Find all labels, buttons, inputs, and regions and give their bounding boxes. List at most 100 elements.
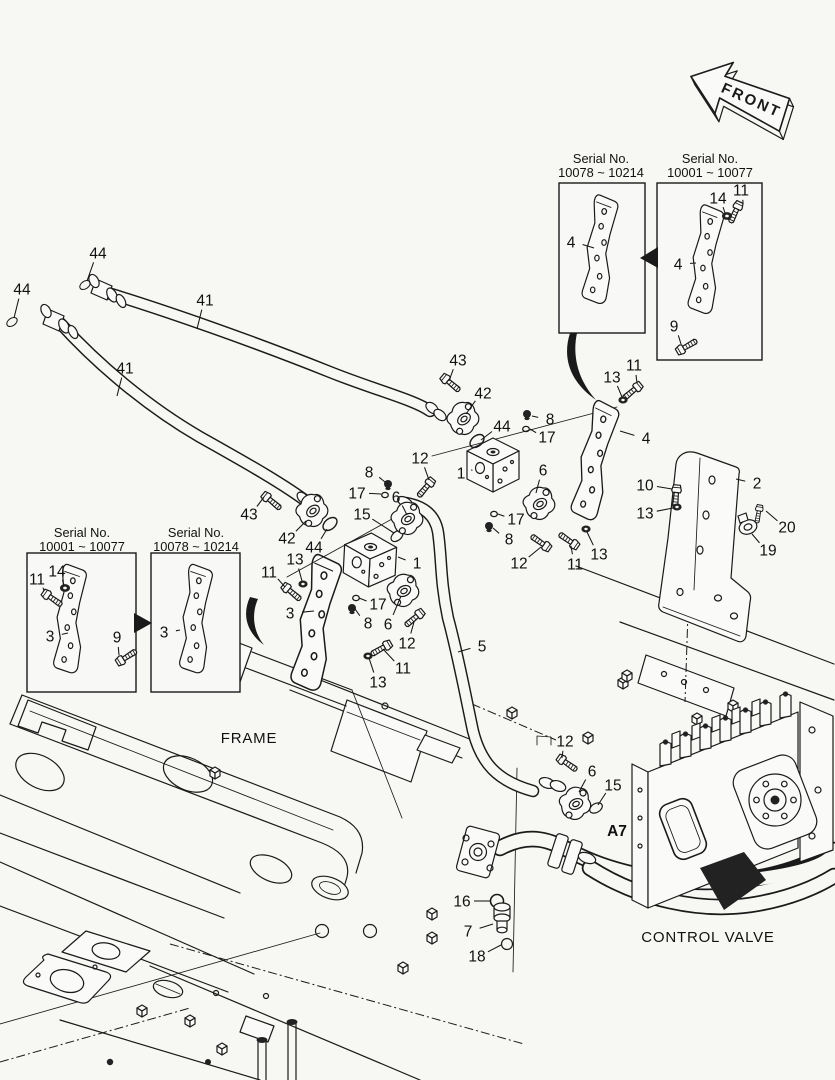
callout-44: 44: [13, 282, 31, 299]
leader-line-19: [751, 533, 760, 544]
leader-line-41: [116, 377, 123, 397]
flange-6: [517, 481, 561, 525]
control-valve-drawing: [455, 691, 835, 916]
callout-13: 13: [369, 675, 386, 692]
leader-line-17: [358, 597, 367, 602]
variant-arrow-left-icon: [640, 247, 658, 268]
callout-12: 12: [411, 451, 428, 468]
callout-1: 1: [413, 556, 422, 573]
callout-17: 17: [507, 512, 524, 529]
callout-15: 15: [604, 778, 621, 795]
washer-13: [618, 396, 628, 404]
callout-41: 41: [116, 361, 133, 378]
leader-line-43: [448, 369, 454, 382]
callout-12: 12: [398, 636, 415, 653]
leader-line-8: [354, 608, 361, 617]
reference-arrows: [134, 247, 658, 645]
callout-8: 8: [505, 532, 514, 549]
leader-line-44: [86, 262, 95, 282]
leader-line-44: [13, 298, 20, 319]
callout-3: 3: [286, 606, 295, 623]
serial-boxes: Serial No. 10078 ~ 10214 Serial No. 1000…: [26, 151, 763, 693]
leader-line-12: [561, 750, 564, 759]
serial-label: Serial No.: [168, 525, 224, 540]
callout-7: 7: [464, 924, 473, 941]
control-valve-label: CONTROL VALVE: [641, 929, 774, 946]
plug-8: [523, 410, 531, 421]
leader-line-18: [487, 944, 502, 953]
valve-spool-caps: [659, 691, 792, 767]
callout-17: 17: [538, 430, 555, 447]
callout-9: 9: [670, 319, 679, 336]
callout-11: 11: [733, 183, 749, 200]
leader-line-42: [295, 520, 307, 532]
leader-line-11: [382, 648, 395, 662]
leader-line-14: [722, 206, 726, 214]
plug-fitting-7: [493, 902, 511, 934]
callout-20: 20: [778, 520, 796, 537]
bracket-3: [288, 552, 344, 693]
leader-line-17: [368, 492, 382, 495]
a7-flange-fitting: [455, 825, 597, 879]
callout-44: 44: [493, 419, 511, 436]
callout-6: 6: [392, 490, 401, 507]
leader-line-12: [528, 546, 542, 558]
leader-line-44: [320, 528, 328, 540]
hydraulic-hoses-41: [4, 273, 447, 511]
leader-line-13: [368, 657, 375, 673]
washer-13: [363, 652, 373, 660]
leader-line-12: [424, 467, 430, 481]
bolt-11: [556, 529, 582, 552]
leader-line-5: [457, 647, 471, 653]
washer-13: [581, 525, 591, 533]
callout-11: 11: [567, 557, 583, 574]
ring-17: [490, 510, 498, 518]
clamp-19: [737, 512, 758, 535]
callout-42: 42: [474, 386, 491, 403]
callout-8: 8: [364, 616, 373, 633]
callout-4: 4: [674, 257, 683, 274]
frame-label: FRAME: [221, 730, 278, 747]
callout-16: 16: [453, 894, 470, 911]
callout-42: 42: [278, 531, 295, 548]
callout-12: 12: [556, 734, 573, 751]
leader-line-9: [117, 646, 120, 656]
callout-44: 44: [89, 246, 107, 263]
plug-8: [485, 522, 493, 533]
ring-17: [381, 491, 389, 499]
leader-line-17: [497, 513, 505, 517]
o-ring-18: [500, 937, 514, 951]
bolt-12: [402, 606, 427, 630]
leader-line-9: [677, 335, 682, 345]
leader-line-1: [397, 556, 406, 561]
ring-17: [352, 594, 360, 602]
leader-line-13: [298, 568, 303, 582]
callout-43: 43: [449, 353, 466, 370]
callout-11: 11: [261, 565, 277, 582]
callout-8: 8: [365, 465, 374, 482]
callout-17: 17: [369, 597, 386, 614]
callout-11: 11: [626, 358, 642, 375]
swoosh-leader: [567, 333, 596, 400]
callout-43: 43: [240, 507, 257, 524]
callout-41: 41: [196, 293, 213, 310]
washer-14: [721, 212, 733, 220]
bolt-43: [259, 489, 284, 513]
o-ring-44: [4, 315, 20, 329]
static-labels: FRAME CONTROL VALVE A7: [221, 730, 774, 946]
callout-44: 44: [305, 540, 323, 557]
leader-line-2: [735, 478, 746, 482]
connector-block-1: [341, 531, 398, 589]
callout-17: 17: [348, 486, 365, 503]
callout-18: 18: [468, 949, 485, 966]
callout-4: 4: [642, 431, 651, 448]
leader-line-13: [656, 507, 674, 512]
callout-12: 12: [510, 556, 527, 573]
leader-line-13: [586, 531, 594, 546]
serial-range: 10001 ~ 10077: [667, 165, 753, 180]
callout-13: 13: [286, 552, 303, 569]
serial-range: 10078 ~ 10214: [153, 539, 239, 554]
callout-13: 13: [590, 547, 607, 564]
leader-line-12: [410, 621, 415, 634]
